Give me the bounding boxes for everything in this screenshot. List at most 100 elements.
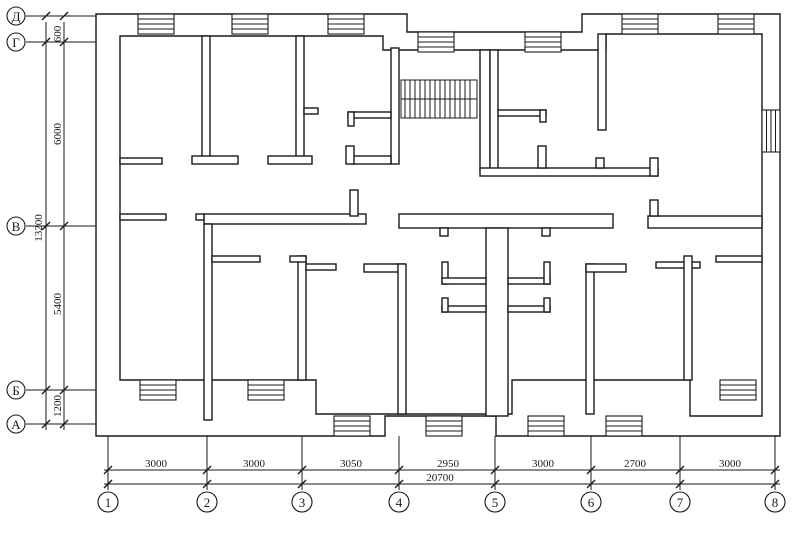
partition [543, 261, 551, 285]
axis-label: Д [12, 9, 21, 24]
partition [349, 189, 359, 217]
wall-stub [119, 157, 163, 165]
partition [649, 199, 659, 217]
axis-marker-Б: Б [6, 380, 96, 400]
axis-marker-Д: Д [6, 6, 96, 26]
window [139, 379, 177, 401]
central-spine-wall [485, 227, 509, 417]
axis-marker-8: 8 [764, 436, 786, 513]
dim-label: 2700 [624, 458, 647, 470]
partition [595, 157, 605, 169]
partition [655, 261, 701, 269]
partition [390, 47, 400, 165]
partition [683, 255, 693, 381]
corridor-wall-middle [398, 213, 614, 229]
axis-marker-5: 5 [484, 436, 506, 513]
axis-label: В [12, 219, 21, 234]
window [717, 13, 755, 35]
axis-label: 7 [677, 495, 684, 510]
axis-label: 3 [299, 495, 306, 510]
axis-label: Б [12, 383, 19, 398]
dim-label: 2950 [437, 458, 460, 470]
axis-label: 5 [492, 495, 499, 510]
stair-side-wall [479, 49, 491, 171]
axis-marker-1: 1 [97, 436, 119, 513]
axis-label: 6 [588, 495, 595, 510]
partition [441, 297, 449, 313]
windows [137, 13, 781, 437]
horizontal-dimension-labels: 3000 3000 3050 2950 3000 2700 3000 20700 [145, 458, 742, 484]
partition [397, 263, 407, 415]
partition [649, 157, 659, 177]
axis-marker-Г: Г [6, 32, 96, 52]
axis-markers: 1 2 3 4 5 6 7 8 ДГ В Б А [6, 6, 786, 513]
dim-label: 5400 [52, 293, 64, 316]
vertical-dimension-labels: 600 6000 5400 1200 13200 [33, 25, 64, 417]
partition [541, 227, 551, 237]
partition [203, 223, 213, 421]
corridor-wall-left [203, 213, 367, 225]
partition [267, 155, 313, 165]
dim-total-label: 20700 [426, 472, 454, 484]
partition [303, 107, 319, 115]
wall-stub [195, 213, 205, 221]
axis-label: 8 [772, 495, 779, 510]
partition [201, 35, 211, 161]
partition [211, 255, 261, 263]
partition [479, 167, 659, 177]
partition [347, 111, 355, 127]
axis-label: 2 [204, 495, 211, 510]
partition [539, 109, 547, 123]
partition [441, 277, 487, 285]
partition [289, 255, 307, 263]
partition [295, 35, 305, 161]
dim-label: 3000 [243, 458, 266, 470]
dim-label: 3000 [532, 458, 555, 470]
partition [351, 155, 392, 165]
dim-total-label: 13200 [33, 214, 45, 242]
dim-label: 1200 [52, 395, 64, 418]
wall-stub [119, 213, 167, 221]
partition [489, 49, 499, 171]
partition [439, 227, 449, 237]
partition [297, 255, 307, 381]
window [333, 415, 371, 437]
axis-label: 1 [105, 495, 112, 510]
staircase [400, 79, 478, 119]
partition [305, 263, 337, 271]
window [247, 379, 285, 401]
window [327, 13, 365, 35]
window [719, 379, 757, 401]
axis-marker-В: В [6, 216, 96, 236]
partition [497, 109, 547, 117]
axis-marker-4: 4 [388, 436, 410, 513]
dim-label: 3050 [340, 458, 363, 470]
axis-marker-7: 7 [669, 436, 691, 513]
axis-marker-А: А [6, 414, 96, 434]
window [527, 415, 565, 437]
partition [585, 263, 627, 273]
dim-label: 600 [52, 25, 64, 42]
axis-marker-2: 2 [196, 436, 218, 513]
axis-marker-6: 6 [580, 436, 602, 513]
partition [345, 145, 355, 165]
window [425, 415, 463, 437]
partition [543, 297, 551, 313]
window [137, 13, 175, 35]
partition [191, 155, 239, 165]
corridor-wall-right [647, 215, 763, 229]
interior-walls [119, 33, 763, 421]
axis-marker-3: 3 [291, 436, 313, 513]
dim-label: 3000 [145, 458, 168, 470]
window [605, 415, 643, 437]
axis-label: Г [12, 35, 20, 50]
axis-label: А [11, 417, 21, 432]
dim-label: 6000 [52, 123, 64, 146]
window [761, 109, 781, 153]
partition [537, 145, 547, 169]
partition [597, 33, 607, 131]
window [524, 31, 562, 53]
window [417, 31, 455, 53]
dim-label: 3000 [719, 458, 742, 470]
